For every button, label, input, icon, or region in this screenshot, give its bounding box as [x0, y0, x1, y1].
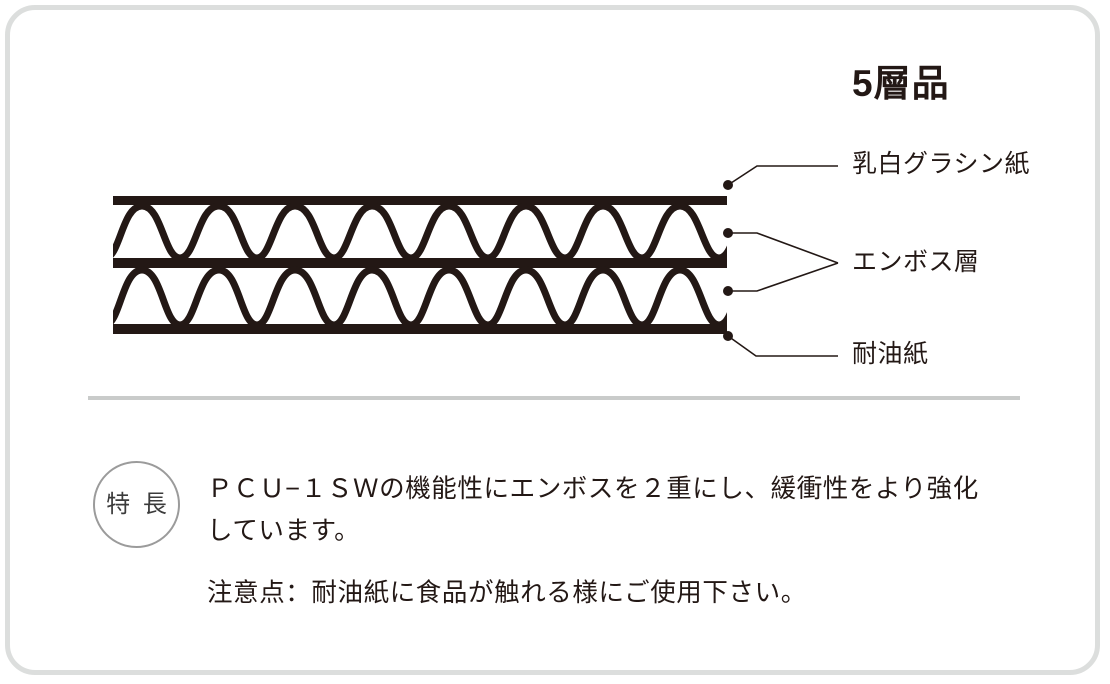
page-title: 5層品 — [852, 63, 950, 104]
emboss-layer-upper — [113, 203, 727, 260]
feature-description: ＰＣＵ−１ＳＷの機能性にエンボスを２重にし、緩衝性をより強化 しています。 — [207, 468, 1042, 552]
leader-line-emboss — [723, 228, 839, 296]
callout-label-emboss-layer: エンボス層 — [852, 248, 980, 276]
feature-badge-label: 特 長 — [106, 490, 170, 518]
feature-note: 注意点：耐油紙に食品が触れる様にご使用下さい。 — [207, 575, 1042, 611]
liner-bottom-sheet — [113, 324, 727, 334]
feature-description-line-1: ＰＣＵ−１ＳＷの機能性にエンボスを２重にし、緩衝性をより強化 — [207, 475, 979, 503]
leader-line-top — [723, 165, 838, 190]
emboss-layer-lower — [113, 266, 727, 326]
feature-description-line-2: しています。 — [207, 517, 361, 545]
section-divider — [88, 396, 1020, 400]
corrugated-cross-section-diagram — [113, 165, 839, 357]
feature-badge: 特 長 — [93, 461, 180, 548]
leader-line-bottom — [723, 331, 838, 357]
feature-note-line-1: 注意点：耐油紙に食品が触れる様にご使用下さい。 — [207, 579, 807, 607]
callout-label-bottom-liner: 耐油紙 — [852, 340, 929, 368]
liner-top-sheet — [113, 196, 727, 205]
callout-label-top-liner: 乳白グラシン紙 — [852, 150, 1031, 178]
liner-middle-sheet — [113, 258, 727, 268]
